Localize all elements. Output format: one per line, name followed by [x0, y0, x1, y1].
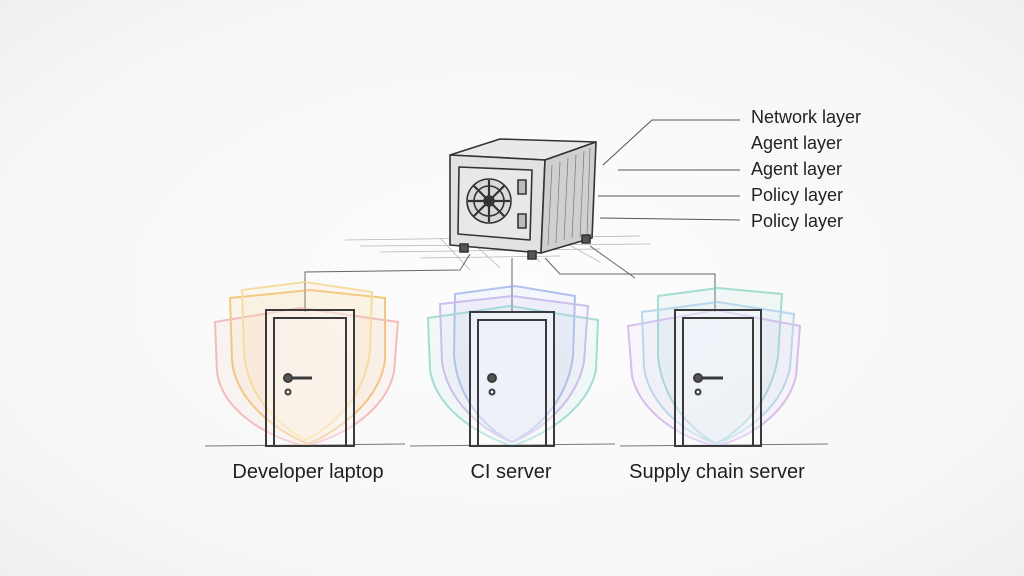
- door-label-supply-chain-server: Supply chain server: [629, 461, 805, 483]
- layer-label-policy-2: Policy layer: [751, 211, 844, 231]
- door-icon: [469, 311, 555, 447]
- layer-label-network: Network layer: [751, 107, 862, 127]
- leader-line-network: [602, 119, 740, 166]
- layer-label-agent-1: Agent layer: [751, 133, 843, 153]
- door-group-developer-laptop: [213, 280, 400, 448]
- layer-leader-lines: [598, 119, 741, 221]
- door-group-supply-chain-server: [626, 286, 802, 448]
- connector-developer-laptop: [304, 253, 471, 312]
- door-icon: [265, 309, 355, 447]
- door-label-developer-laptop: Developer laptop: [232, 461, 384, 483]
- vault-icon: [449, 138, 597, 260]
- layer-label-policy-1: Policy layer: [751, 185, 844, 205]
- vault-to-door-connectors: [304, 245, 716, 312]
- door-icon: [674, 309, 762, 447]
- shield-icon: [626, 286, 802, 448]
- leader-line-policy: [599, 217, 741, 221]
- door-label-ci-server: CI server: [470, 461, 552, 483]
- door-group-ci-server: [426, 284, 600, 448]
- layer-label-agent-2: Agent layer: [751, 159, 843, 179]
- connector-supply-chain: [544, 257, 716, 312]
